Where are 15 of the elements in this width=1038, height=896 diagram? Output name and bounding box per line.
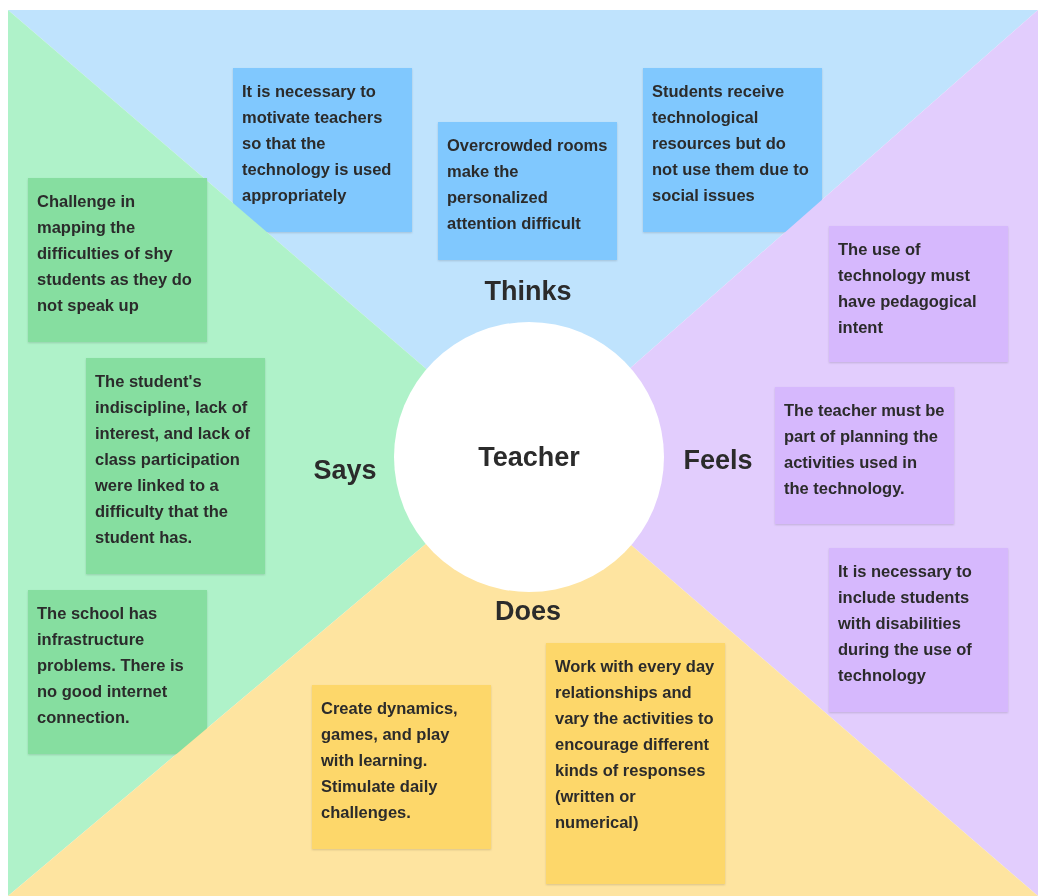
sticky-note: The use of technology must have pedagogical intent bbox=[829, 226, 1008, 362]
sticky-note: It is necessary to motivate teachers so that the technology is used appropriately bbox=[233, 68, 412, 232]
sticky-note: Work with every day relationships and vary the activities to encourage different kinds of responses (written or numerical) bbox=[546, 643, 725, 884]
sticky-note: Challenge in mapping the difficulties of shy students as they do not speak up bbox=[28, 178, 207, 342]
sticky-note: The student's indiscipline, lack of interest, and lack of class participation were linked to a difficulty that the student has. bbox=[86, 358, 265, 574]
sticky-note: Students receive technological resources but do not use them due to social issues bbox=[643, 68, 822, 232]
quadrant-heading: Says bbox=[313, 454, 377, 486]
quadrant-heading: Thinks bbox=[484, 275, 572, 307]
sticky-note: Create dynamics, games, and play with learning. Stimulate daily challenges. bbox=[312, 685, 491, 849]
sticky-note: It is necessary to include students with disabilities during the use of technology bbox=[829, 548, 1008, 712]
quadrant-heading: Does bbox=[495, 595, 561, 627]
sticky-note: Overcrowded rooms make the personalized attention difficult bbox=[438, 122, 617, 260]
sticky-note: The school has infrastructure problems. There is no good internet connection. bbox=[28, 590, 207, 754]
sticky-note: The teacher must be part of planning the activities used in the technology. bbox=[775, 387, 954, 524]
quadrant-heading: Feels bbox=[683, 444, 753, 476]
